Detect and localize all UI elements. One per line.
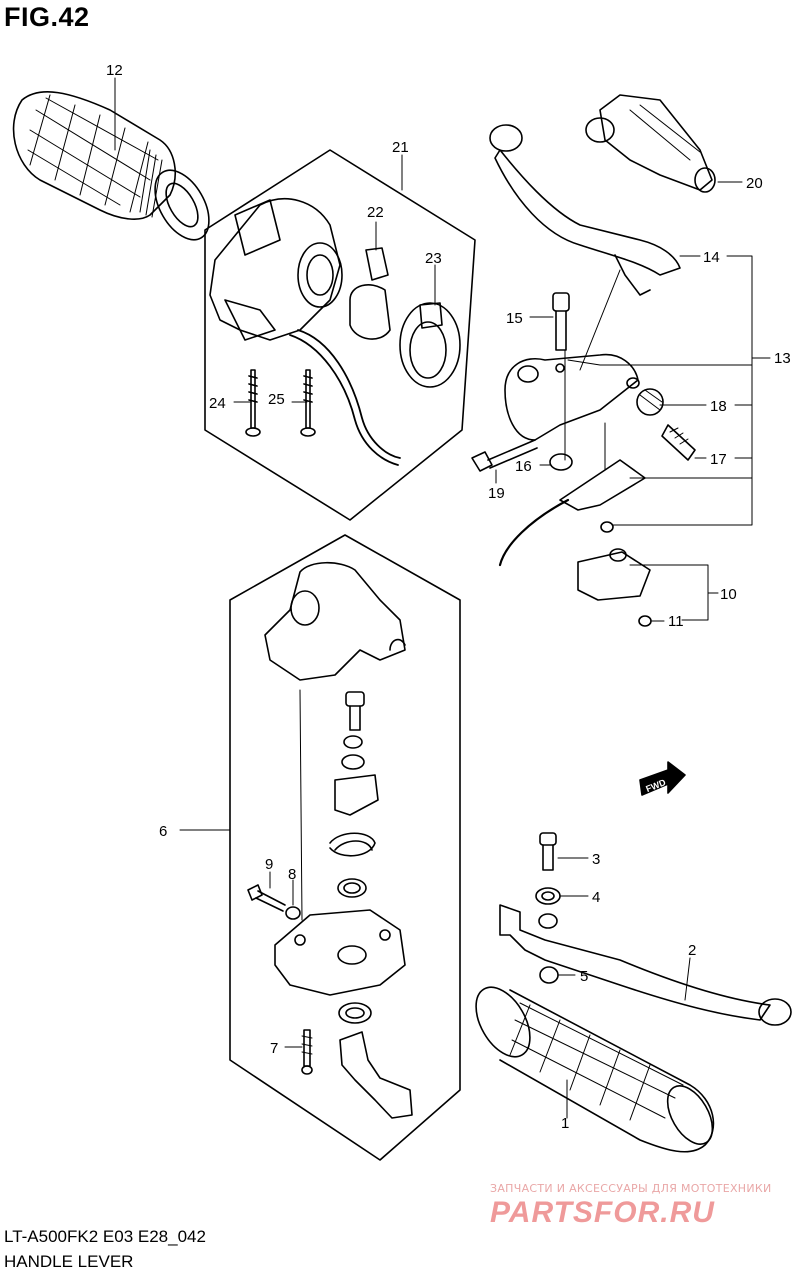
throttle-cover <box>264 561 406 681</box>
throttle-bolt <box>345 691 365 731</box>
callout-22: 22 <box>367 204 384 221</box>
callout-11: 11 <box>668 613 684 630</box>
model-code: LT-A500FK2 E03 E28_042 <box>4 1227 206 1246</box>
callout-4: 4 <box>592 889 600 906</box>
callout-19: 19 <box>488 485 505 502</box>
brake-lever-part-14 <box>489 124 681 296</box>
screw-part-24 <box>245 369 261 437</box>
fwd-arrow-badge <box>639 761 686 796</box>
callout-13: 13 <box>774 350 791 367</box>
callout-labels: 1 2 3 4 5 6 7 8 9 10 11 12 13 14 15 16 1… <box>106 62 791 1132</box>
left-grip-part-12 <box>12 91 210 241</box>
leader-lines <box>114 77 771 1119</box>
throttle-o-ring <box>337 878 367 898</box>
callout-23: 23 <box>425 250 442 267</box>
cable-adjuster-part-20 <box>585 94 716 193</box>
throttle-washer <box>341 735 365 770</box>
screw-small <box>600 521 614 533</box>
callout-14: 14 <box>703 249 720 266</box>
screw-part-7 <box>301 1029 313 1075</box>
throttle-clamp <box>334 774 379 816</box>
callout-2: 2 <box>688 942 696 959</box>
callout-16: 16 <box>515 458 532 475</box>
watermark-logo: PARTSFOR.RU <box>490 1196 715 1229</box>
callout-17: 17 <box>710 451 727 468</box>
brake-switch-cable <box>498 459 646 567</box>
switch-assembly-outline-21 <box>204 149 476 521</box>
callout-15: 15 <box>506 310 523 327</box>
watermark-tagline: ЗАПЧАСТИ И АКСЕССУАРЫ ДЛЯ МОТОТЕХНИКИ <box>490 1182 772 1195</box>
callout-24: 24 <box>209 395 226 412</box>
callout-20: 20 <box>746 175 763 192</box>
throttle-assembly-outline-6 <box>229 534 461 1161</box>
switch-lever-part-22 <box>349 247 391 340</box>
callout-7: 7 <box>270 1040 278 1057</box>
switch-cover-part-23 <box>399 302 461 388</box>
callout-6: 6 <box>159 823 167 840</box>
callout-18: 18 <box>710 398 727 415</box>
nut-part-5 <box>539 966 559 984</box>
washer-part-4 <box>535 887 561 905</box>
right-grip-part-1 <box>475 986 715 1153</box>
nut-part-8 <box>285 906 301 920</box>
callout-8: 8 <box>288 866 296 883</box>
switch-housing-part-21 <box>209 198 401 466</box>
lever-holder-part-13 <box>504 353 640 441</box>
bolt-part-15 <box>552 292 570 351</box>
throttle-housing <box>274 909 406 996</box>
section-name: HANDLE LEVER <box>4 1252 134 1271</box>
callout-3: 3 <box>592 851 600 868</box>
screw-part-11 <box>638 615 652 627</box>
callout-12: 12 <box>106 62 123 79</box>
bolt-part-17 <box>661 424 696 461</box>
callout-10: 10 <box>720 586 737 603</box>
callout-21: 21 <box>392 139 409 156</box>
bolt-part-9 <box>247 884 286 912</box>
clutch-lever-part-2 <box>499 904 792 1026</box>
screw-part-25 <box>300 369 316 437</box>
callout-9: 9 <box>265 856 273 873</box>
pin-part-18 <box>636 388 664 416</box>
throttle-lever <box>339 1031 413 1119</box>
figure-title: FIG.42 <box>4 2 90 32</box>
callout-5: 5 <box>580 968 588 985</box>
throttle-seal <box>338 1002 372 1024</box>
bolt-part-3 <box>539 832 557 871</box>
nut-part-16 <box>549 453 573 471</box>
throttle-spring <box>329 832 376 857</box>
callout-25: 25 <box>268 391 285 408</box>
switch-part-10 <box>577 548 651 601</box>
bolt-part-19 <box>471 439 538 472</box>
callout-1: 1 <box>561 1115 569 1132</box>
